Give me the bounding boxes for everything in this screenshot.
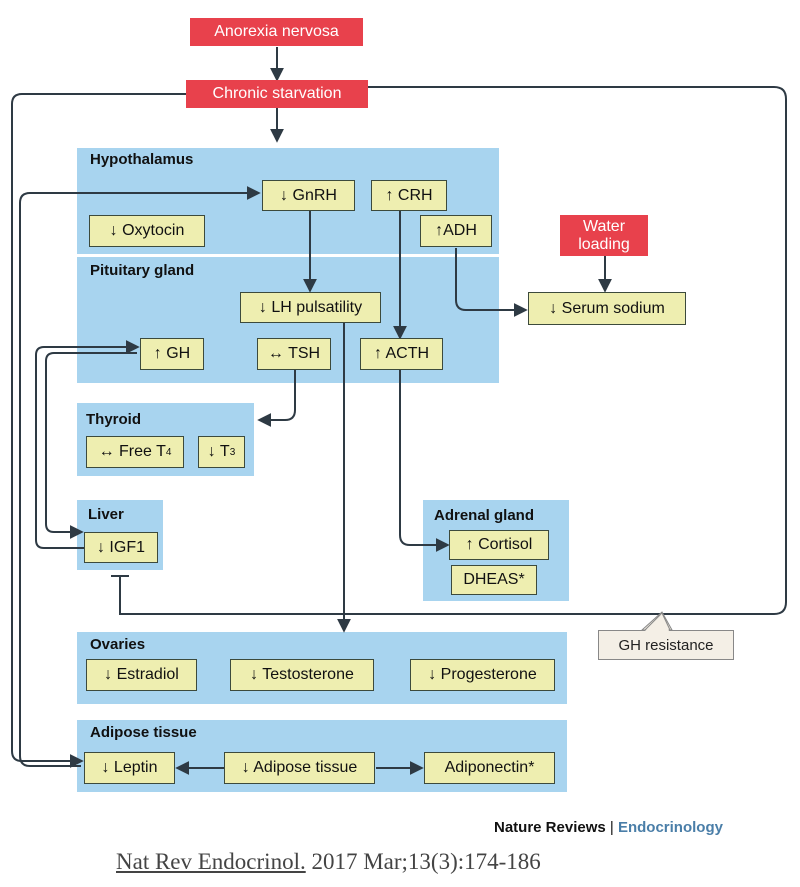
adipose-title: Adipose tissue <box>90 724 197 741</box>
brand-nature-reviews: Nature Reviews <box>494 819 606 836</box>
citation-journal-link[interactable]: Nat Rev Endocrinol. <box>116 849 306 874</box>
loop-adipose-to-gnrh <box>19 186 261 767</box>
hypothalamus-title: Hypothalamus <box>90 151 194 168</box>
water-loading-line2: loading <box>578 235 630 253</box>
line-starvation-to-gh-resistance <box>119 86 787 615</box>
testosterone-node: ↓ Testosterone <box>230 659 374 691</box>
crh-node: ↑ CRH <box>371 180 447 211</box>
lh-pulsatility-node: ↓ LH pulsatility <box>240 292 381 323</box>
citation-details: 2017 Mar;13(3):174-186 <box>305 849 541 874</box>
loop-starvation-to-leptin <box>11 93 186 768</box>
oxytocin-node: ↓ Oxytocin <box>89 215 205 247</box>
progesterone-node: ↓ Progesterone <box>410 659 555 691</box>
gnrh-node: ↓ GnRH <box>262 180 355 211</box>
brand-separator: | <box>605 819 618 836</box>
adiponectin-node: Adiponectin* <box>424 752 555 784</box>
free-t4-label: ↔ Free T <box>98 443 166 460</box>
t3-subscript: 3 <box>229 446 236 458</box>
serum-sodium-node: ↓ Serum sodium <box>528 292 686 325</box>
gh-resistance-callout: GH resistance <box>598 630 734 660</box>
arrow-tsh-to-thyroid <box>257 370 296 427</box>
arrow-gh-to-igf1 <box>45 352 137 539</box>
water-loading-line1: Water <box>582 217 626 235</box>
leptin-node: ↓ Leptin <box>84 752 175 784</box>
citation: Nat Rev Endocrinol. 2017 Mar;13(3):174-1… <box>116 849 541 875</box>
liver-title: Liver <box>88 506 124 523</box>
igf1-node: ↓ IGF1 <box>84 532 158 563</box>
tsh-node: ↔ TSH <box>257 338 331 370</box>
estradiol-node: ↓ Estradiol <box>86 659 197 691</box>
arrow-igf1-to-gh <box>35 340 140 549</box>
arrow-adh-to-sodium <box>455 248 528 317</box>
water-loading-box: Water loading <box>560 215 648 256</box>
dheas-node: DHEAS* <box>451 565 537 595</box>
pituitary-title: Pituitary gland <box>90 262 195 279</box>
chronic-starvation-box: Chronic starvation <box>186 80 368 108</box>
anorexia-nervosa-box: Anorexia nervosa <box>190 18 363 46</box>
adh-node: ↑ADH <box>420 215 492 247</box>
t3-label: ↓ T <box>207 443 230 460</box>
free-t4-subscript: 4 <box>165 446 172 458</box>
cortisol-node: ↑ Cortisol <box>449 530 549 560</box>
journal-brand: Nature Reviews | Endocrinology <box>494 819 723 836</box>
gh-node: ↑ GH <box>140 338 204 370</box>
brand-endocrinology: Endocrinology <box>617 819 723 836</box>
ovaries-title: Ovaries <box>90 636 146 653</box>
acth-node: ↑ ACTH <box>360 338 443 370</box>
adipose-tissue-node: ↓ Adipose tissue <box>224 752 375 784</box>
thyroid-title: Thyroid <box>86 411 141 428</box>
adrenal-title: Adrenal gland <box>434 507 535 524</box>
arrow-acth-to-cortisol <box>399 370 450 552</box>
